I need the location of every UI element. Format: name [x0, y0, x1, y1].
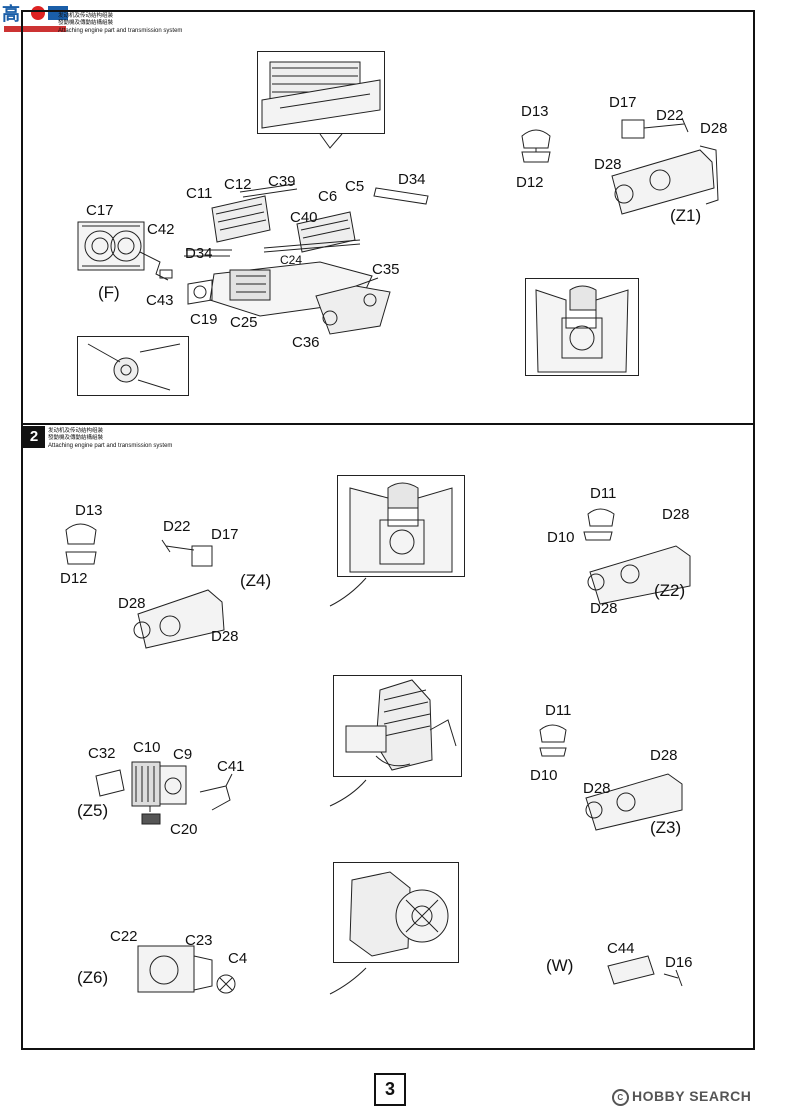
- label-c42: C42: [147, 221, 175, 238]
- label-d28-z2-bottom: D28: [590, 600, 618, 617]
- watermark-c-icon: C: [612, 1088, 629, 1106]
- step2-header-cn2: 發動機及傳動結構組裝: [48, 435, 104, 441]
- step1-header-en: Attaching engine part and transmission s…: [58, 28, 183, 34]
- label-c22: C22: [110, 928, 138, 945]
- label-c6: C6: [318, 188, 338, 205]
- group-label-z5: (Z5): [77, 801, 109, 820]
- step-divider: [21, 423, 755, 425]
- group-label-z2: (Z2): [654, 581, 686, 600]
- label-d28-z4-left: D28: [118, 595, 146, 612]
- group-label-z4: (Z4): [240, 571, 272, 590]
- inset-engine-top: [257, 51, 385, 134]
- inset-transmission-z1: [525, 278, 639, 376]
- group-label-f: (F): [98, 283, 120, 302]
- label-d16: D16: [665, 954, 693, 971]
- inset-drive-z6: [333, 862, 459, 963]
- group-label-z6: (Z6): [77, 968, 109, 987]
- step2-number: 2: [23, 426, 45, 448]
- step2-header-en: Attaching engine part and transmission s…: [48, 443, 173, 449]
- label-c20: C20: [170, 821, 198, 838]
- site-logo-glyph: 高: [2, 3, 20, 25]
- label-d17-z1: D17: [609, 94, 637, 111]
- label-d34-top: D34: [398, 171, 426, 188]
- group-label-w: (W): [546, 956, 574, 975]
- inset-transmission-z4: [337, 475, 465, 577]
- label-d28-z1-right: D28: [700, 120, 728, 137]
- label-c24: C24: [280, 253, 303, 267]
- label-d11-z3: D11: [545, 702, 572, 719]
- label-c32: C32: [88, 745, 116, 762]
- label-d28-z3-left: D28: [583, 780, 611, 797]
- step1-header-cn2: 發動機及傳動結構組裝: [58, 20, 114, 26]
- label-c11: C11: [186, 185, 213, 202]
- step1-header-cn1: 发动机及传动结构组装: [58, 13, 114, 19]
- instruction-frame: [21, 10, 755, 1050]
- label-d11-z2: D11: [590, 485, 617, 502]
- label-c17: C17: [86, 202, 114, 219]
- label-c41: C41: [217, 758, 245, 775]
- page-number: 3: [374, 1073, 406, 1106]
- label-d12-z1: D12: [516, 174, 544, 191]
- label-d13-z1: D13: [521, 103, 549, 120]
- site-logo-mark: [31, 6, 45, 20]
- label-c44: C44: [607, 940, 635, 957]
- label-c23: C23: [185, 932, 213, 949]
- label-c10: C10: [133, 739, 161, 756]
- label-d28-z4-right: D28: [211, 628, 239, 645]
- label-c5: C5: [345, 178, 365, 195]
- label-c43: C43: [146, 292, 174, 309]
- label-c36: C36: [292, 334, 320, 351]
- label-c9: C9: [173, 746, 193, 763]
- inset-fan-detail: [77, 336, 189, 396]
- label-d13-z4: D13: [75, 502, 103, 519]
- site-logo-block: [48, 6, 68, 20]
- label-d22-z1: D22: [656, 107, 684, 124]
- group-label-z1: (Z1): [670, 206, 702, 225]
- label-d28-z2-right: D28: [662, 506, 690, 523]
- label-c40: C40: [290, 209, 318, 226]
- label-c12: C12: [224, 176, 252, 193]
- watermark-text: HOBBY SEARCH: [632, 1088, 752, 1104]
- label-c35: C35: [372, 261, 400, 278]
- site-logo-bar: [4, 26, 66, 32]
- label-d34-left: D34: [185, 245, 213, 262]
- label-c19: C19: [190, 311, 218, 328]
- label-d10-z2: D10: [547, 529, 575, 546]
- label-d28-z1-left: D28: [594, 156, 622, 173]
- site-logo: 高: [0, 0, 72, 38]
- group-label-z3: (Z3): [650, 818, 682, 837]
- label-d28-z3-right: D28: [650, 747, 678, 764]
- label-d17-z4: D17: [211, 526, 239, 543]
- label-c4: C4: [228, 950, 248, 967]
- label-c25: C25: [230, 314, 258, 331]
- step2-header-cn1: 发动机及传动结构组装: [48, 428, 104, 434]
- label-d12-z4: D12: [60, 570, 88, 587]
- label-d22-z4: D22: [163, 518, 191, 535]
- inset-gearbox-z5: [333, 675, 462, 777]
- label-c39: C39: [268, 173, 296, 190]
- label-d10-z3: D10: [530, 767, 558, 784]
